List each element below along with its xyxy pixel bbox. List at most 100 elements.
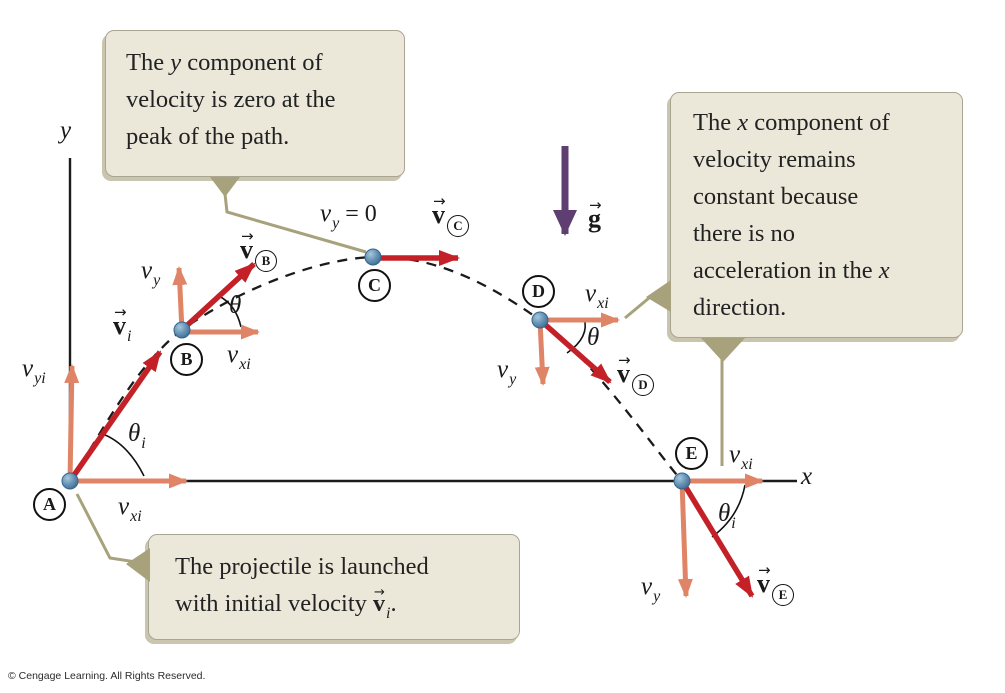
math-var: v	[227, 341, 239, 368]
point-label-E: E	[675, 437, 708, 470]
vector-base: v	[373, 591, 386, 617]
vector-subscript: i	[386, 605, 391, 622]
point-label-B: B	[170, 343, 203, 376]
subscript: yi	[34, 370, 46, 387]
text: acceleration in the	[693, 257, 879, 284]
math-var: v	[320, 200, 332, 227]
callout-peak-box: The y component of velocity is zero at t…	[105, 30, 405, 177]
arrow-vi-A	[67, 350, 163, 483]
label-vyi-A: vyi	[22, 354, 46, 387]
label-theta-B: θ	[229, 291, 241, 321]
subscript: y	[332, 215, 340, 232]
dot-E	[673, 472, 691, 490]
vector-symbol: →v	[432, 192, 446, 230]
vector-arrow-icon: →	[618, 351, 631, 369]
math-var: v	[141, 257, 153, 284]
callout-launch-box: The projectile is launched with initial …	[148, 534, 520, 640]
text: The projectile is launched	[175, 553, 429, 580]
vector-vi-symbol: →v	[373, 585, 386, 623]
point-label-A: A	[33, 488, 66, 521]
text: The	[126, 49, 171, 76]
arrow-vE	[679, 479, 755, 598]
text: direction.	[693, 294, 787, 321]
subscript: y	[509, 371, 517, 388]
label-theta-i-E: θi	[718, 499, 736, 532]
copyright-text: © Cengage Learning. All Rights Reserved.	[8, 670, 206, 682]
label-vy-B: vy	[141, 256, 160, 289]
vector-arrow-icon: →	[758, 561, 771, 579]
label-gravity: →g	[588, 196, 602, 235]
vector-arrow-icon: →	[114, 303, 127, 321]
label-vy-D: vy	[497, 355, 516, 388]
math-var: θ	[718, 500, 731, 527]
vector-base: v	[757, 569, 770, 598]
pointer-launch-icon	[126, 548, 150, 582]
math-var: θ	[229, 292, 242, 319]
math-var: θ	[128, 420, 141, 447]
label-vxi-E: vxi	[729, 440, 753, 473]
vector-arrow-icon: →	[241, 227, 254, 245]
text: The	[693, 109, 738, 136]
vector-subscript-circled: D	[632, 374, 654, 396]
text: peak of the path.	[126, 123, 290, 150]
subscript: xi	[741, 456, 753, 473]
vector-symbol: →v	[240, 227, 254, 265]
label-theta-D: θ	[587, 323, 599, 353]
vector-arrow-icon: →	[433, 192, 446, 210]
gravity-symbol: →g	[588, 196, 602, 234]
label-theta-i-A: θi	[128, 419, 146, 452]
subscript: xi	[597, 295, 609, 312]
arrow-vB	[180, 261, 256, 333]
subscript: i	[731, 515, 736, 532]
math-var: y	[170, 49, 182, 76]
label-vxi-A: vxi	[118, 492, 142, 525]
text: with initial velocity	[175, 590, 374, 617]
text: component of	[748, 109, 890, 136]
callout-x-constant-text: The x component of velocity remains cons…	[671, 93, 962, 336]
math-var: v	[497, 356, 509, 383]
subscript: i	[141, 435, 146, 452]
math-var: x	[737, 109, 749, 136]
subscript: y	[653, 588, 661, 605]
label-vy-equals-zero: vy = 0	[320, 199, 377, 232]
vector-symbol: →v	[113, 303, 127, 341]
text: component of	[181, 49, 323, 76]
text: velocity remains	[693, 146, 856, 173]
label-vxi-D: vxi	[585, 279, 609, 312]
callout-x-constant-box: The x component of velocity remains cons…	[670, 92, 963, 338]
vector-subscript-circled: E	[772, 584, 794, 606]
vector-symbol: →v	[617, 351, 631, 389]
vector-subscript-circled: B	[255, 250, 277, 272]
subscript: xi	[130, 508, 142, 525]
text: .	[390, 590, 397, 617]
pointer-xconst-left-icon	[646, 280, 671, 312]
label-vxi-B: vxi	[227, 340, 251, 373]
label-vy-E: vy	[641, 572, 660, 605]
arrow-vy-D	[534, 319, 550, 386]
vector-arrow-icon: →	[589, 196, 602, 214]
math-var: v	[118, 493, 130, 520]
arrow-vyi-A	[64, 364, 80, 482]
connector-xconst-to-D	[624, 296, 650, 320]
arrow-vD	[538, 317, 612, 385]
math-var: x	[878, 257, 890, 284]
pointer-xconst-bottom-icon	[701, 338, 745, 362]
label-vector-vi: →vi	[113, 303, 131, 345]
vector-arrow-icon: →	[374, 585, 385, 600]
text: constant because	[693, 183, 859, 210]
math-var: v	[22, 355, 34, 382]
arrow-vy-B	[172, 266, 188, 332]
pointer-peak-icon	[210, 177, 240, 197]
subscript: xi	[239, 356, 251, 373]
label-y-axis: y	[60, 117, 72, 144]
point-label-C: C	[358, 269, 391, 302]
equation-rest: = 0	[339, 201, 377, 227]
arrow-vy-E	[677, 480, 693, 598]
text: velocity is zero at the	[126, 86, 336, 113]
arc-theta-D	[566, 317, 586, 354]
math-var: v	[641, 573, 653, 600]
